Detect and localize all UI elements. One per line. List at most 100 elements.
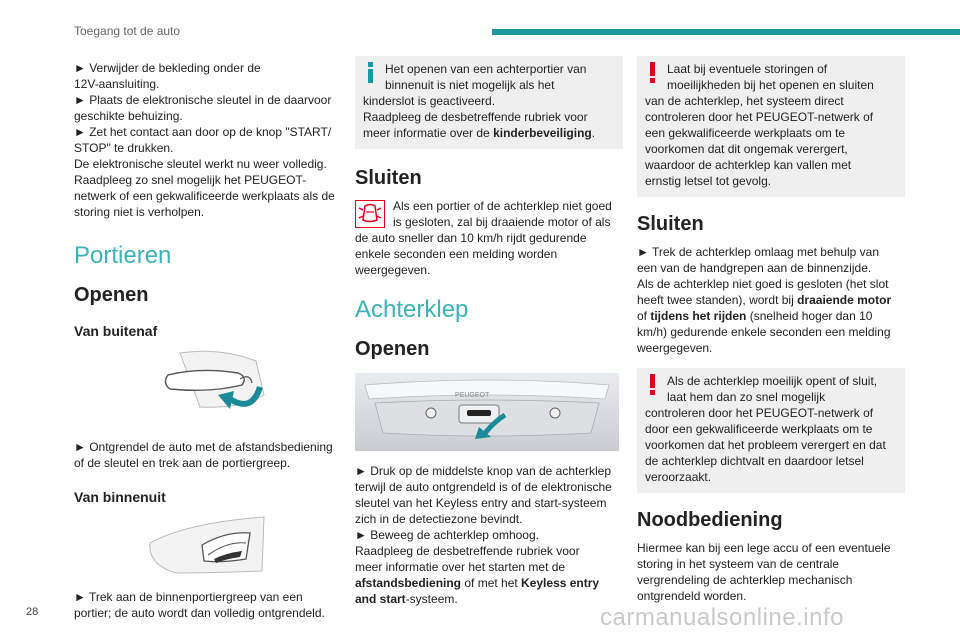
text-line: ► Zet het contact aan door op de knop "S… [74,125,332,139]
text-line: terwijl de auto ontgrendeld is of de ele… [355,480,612,494]
info-note-child-lock: Het openen van een achterportier van bin… [355,56,623,149]
text-line: storing in het systeem van de centrale [637,557,840,571]
text-line: een van de handgrepen aan de binnenzijde… [637,261,872,275]
text-line: ► Trek de achterklep omlaag met behulp v… [637,245,880,259]
text-line: and start-systeem. [355,591,623,607]
text-line: de auto sneller dan 10 km/h rijdt gedure… [355,231,587,245]
text-line: ► Druk op de middelste knop van de achte… [355,464,612,478]
text-line: Als de achterklep moeilijk opent of slui… [667,374,878,388]
door-open-warning-icon [355,200,385,228]
text-line: Het openen van een achterportier van [385,62,587,76]
text-line: veroorzaakt. [645,470,712,484]
warning-note-tailgate-difficulty: Als de achterklep moeilijk opent of slui… [637,368,905,493]
text-line: vergrendeling de achterklep mechanisch [637,573,853,587]
running-header: Toegang tot de auto [74,24,181,38]
text-line: enkele seconden een melding worden [355,247,558,261]
emergency-paragraph: Hiermee kan bij een lege accu of een eve… [637,540,905,604]
text-line: km/h) gedurende enkele seconden een meld… [637,325,891,339]
heading-openen-tailgate: Openen [355,338,430,360]
text-line: meer informatie over het starten met de [355,560,566,574]
exterior-door-handle-illustration [164,350,265,409]
intro-paragraph: ► Verwijder de bekleding onder de 12V-aa… [74,60,342,220]
text-line: controleren door het PEUGEOT-netwerk of [645,110,874,124]
text-line: of tijdens het rijden (snelheid hoger da… [637,308,905,324]
heading-openen: Openen [74,284,149,306]
text-line: is gesloten, zal bij draaiende motor of … [393,215,611,229]
column-2: Het openen van een achterportier van bin… [355,56,623,607]
text-line: ► Trek aan de binnenportiergreep van een [74,590,303,604]
text-line: ► Verwijder de bekleding onder de [74,61,261,75]
keyword: kinderbeveiliging [493,126,592,140]
text-line: STOP" te drukken. [74,141,174,155]
text-line: Raadpleeg de desbetreffende rubriek voor [355,544,580,558]
text-line: meer informatie over de kinderbeveiligin… [363,125,615,141]
text-line: afstandsbediening of met het Keyless ent… [355,575,623,591]
text-line: ► Plaats de elektronische sleutel in de … [74,93,332,107]
text-line: of de sleutel en trek aan de portiergree… [74,456,291,470]
text-line: weergegeven. [355,263,431,277]
column-3: Laat bij eventuele storingen of moeilijk… [637,56,905,604]
text-span: meer informatie over de [363,126,494,140]
text-line: binnenuit is niet mogelijk als het [385,78,555,92]
outside-instruction: ► Ontgrendel de auto met de afstandsbedi… [74,439,342,471]
column-1: ► Verwijder de bekleding onder de 12V-aa… [74,56,342,621]
keyword: afstandsbediening [355,576,462,590]
text-line: zich in de detectiezone bevindt. [355,512,523,526]
tailgate-button-illustration: PEUGEOT [355,373,619,451]
text-line: heeft twee standen), wordt bij draaiende… [637,292,905,308]
text-line: door een gekwalificeerde werkplaats om t… [645,422,873,436]
text-line: geschikte behuizing. [74,109,183,123]
heading-sluiten: Sluiten [355,167,422,189]
text-line: kinderslot is geactiveerd. [363,94,496,108]
interior-door-handle-illustration [149,516,265,574]
heading-sluiten-tailgate: Sluiten [637,213,704,235]
text-line: ► Ontgrendel de auto met de afstandsbedi… [74,440,333,454]
heading-van-buitenaf: Van buitenaf [74,323,158,339]
keyword: tijdens het rijden [650,309,747,323]
text-line: de achterklep dichtvalt en daardoor lets… [645,454,864,468]
text-line: van de achterklep, het systeem direct [645,94,844,108]
inside-instruction: ► Trek aan de binnenportiergreep van een… [74,589,342,621]
keyword: draaiende motor [797,293,892,307]
warning-note-tailgate-malfunction: Laat bij eventuele storingen of moeilijk… [637,56,905,197]
keyword: Keyless entry [521,576,600,590]
text-line: ernstig letsel tot gevolg. [645,174,772,188]
section-title-achterklep: Achterklep [355,296,469,323]
text-line: Als de achterklep niet goed is gesloten … [637,277,889,291]
text-line: Raadpleeg de desbetreffende rubriek voor [363,110,588,124]
text-line: controleren door het PEUGEOT-netwerk of [645,406,874,420]
text-span: (snelheid hoger dan 10 [746,309,873,323]
text-line: netwerk of een gekwalificeerde werkplaat… [74,189,335,203]
tailgate-badge-text: PEUGEOT [455,392,490,399]
heading-noodbediening: Noodbediening [637,509,783,531]
watermark: carmanualsonline.info [600,604,844,631]
text-line: ► Beweeg de achterklep omhoog. [355,528,539,542]
text-span: of met het [461,576,522,590]
heading-van-binnenuit: Van binnenuit [74,489,166,505]
text-line: waardoor de achterklep kan vallen met [645,158,852,172]
warning-icon [650,374,655,395]
text-line: Als een portier of de achterklep niet go… [393,199,612,213]
text-line: een gekwalificeerde werkplaats om te [645,126,846,140]
tailgate-open-instructions: ► Druk op de middelste knop van de achte… [355,463,623,607]
text-line: 12V-aansluiting. [74,77,160,91]
text-span: heeft twee standen), wordt bij [637,293,798,307]
text-line: voorkomen dat dit ongemak verergert, [645,142,848,156]
header-accent-bar [492,29,960,35]
warning-icon [650,62,655,83]
text-line: ontgrendeld worden. [637,589,747,603]
door-open-warning-paragraph: Als een portier of de achterklep niet go… [355,198,623,278]
text-line: Hiermee kan bij een lege accu of een eve… [637,541,891,555]
text-line: Raadpleeg zo snel mogelijk het PEUGEOT- [74,173,307,187]
text-line: moeilijkheden bij het openen en sluiten [667,78,874,92]
text-span: -systeem. [405,592,458,606]
text-line: De elektronische sleutel werkt nu weer v… [74,157,327,171]
keyword: and start [355,592,406,606]
page-number: 28 [26,606,39,618]
tailgate-close-instructions: ► Trek de achterklep omlaag met behulp v… [637,244,905,356]
info-icon [368,62,373,83]
text-line: sleutel van het Keyless entry and start-… [355,496,607,510]
text-span: of [637,309,651,323]
text-line: portier; de auto wordt dan volledig ontg… [74,606,325,620]
text-line: storing niet is verholpen. [74,205,205,219]
